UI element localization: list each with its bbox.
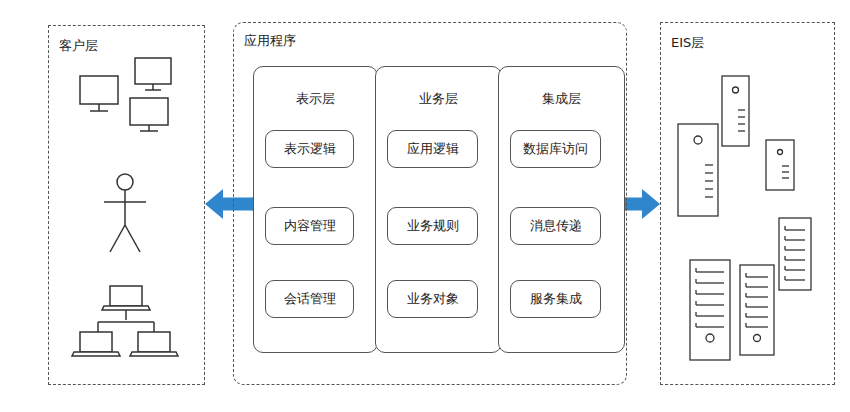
slot-line [745, 283, 746, 287]
slot-line [745, 313, 746, 317]
slot-line [785, 239, 805, 240]
slot-line [745, 303, 746, 307]
component-label: 应用逻辑 [407, 141, 459, 157]
slot-line [695, 268, 696, 272]
component-box: 内容管理 [265, 207, 354, 245]
server-icons [678, 76, 811, 360]
slot-line [785, 259, 805, 260]
component-box: 业务规则 [387, 207, 478, 245]
arrow-head [205, 189, 223, 219]
layer-box: 数据库访问消息传递服务集成 集成层 [498, 66, 625, 353]
arrow-head [642, 189, 660, 219]
component-label: 表示逻辑 [284, 141, 336, 157]
slot-line [696, 282, 724, 283]
laptop-network [72, 286, 178, 356]
slot-line [696, 271, 724, 272]
slot-line [784, 246, 785, 250]
person-figure [104, 174, 146, 252]
slot-line [745, 323, 746, 327]
slot-line [746, 286, 768, 287]
component-box: 数据库访问 [510, 130, 601, 168]
slot-line [695, 290, 696, 294]
slot-line [746, 306, 768, 307]
application-container: 表示逻辑内容管理会话管理 表示层应用逻辑业务规则业务对象 业务层数据库访问消息传递服… [233, 22, 627, 385]
component-label: 内容管理 [284, 218, 336, 234]
layer-heading: 表示层 [254, 91, 377, 107]
slot-line [785, 269, 805, 270]
slot-line [695, 301, 696, 305]
component-box: 表示逻辑 [265, 130, 354, 168]
slot-line [784, 266, 785, 270]
tier-region: EIS层 [660, 22, 835, 385]
slot-line [745, 273, 746, 277]
component-label: 会话管理 [284, 291, 336, 307]
slot-line [784, 226, 785, 230]
slot-line [784, 276, 785, 280]
slot-line [746, 326, 768, 327]
slot-line [746, 296, 768, 297]
monitor-icons [80, 58, 171, 131]
layer-box: 应用逻辑业务规则业务对象 业务层 [375, 66, 502, 353]
component-box: 消息传递 [510, 207, 601, 245]
layer-heading: 集成层 [499, 91, 624, 107]
slot-line [785, 279, 805, 280]
component-box: 服务集成 [510, 280, 601, 318]
layer-box: 表示逻辑内容管理会话管理 表示层 [253, 66, 378, 353]
slot-line [746, 276, 768, 277]
slot-line [746, 316, 768, 317]
slot-line [696, 315, 724, 316]
layer-heading: 业务层 [376, 91, 501, 107]
slot-line [695, 279, 696, 283]
tier-region: 客户层 [48, 25, 205, 385]
layer-heading: 客户层 [59, 38, 194, 54]
component-label: 业务对象 [407, 291, 459, 307]
slot-line [696, 326, 724, 327]
component-label: 数据库访问 [523, 141, 588, 157]
flow-arrow [624, 189, 660, 219]
component-label: 服务集成 [530, 291, 582, 307]
component-label: 业务规则 [407, 218, 459, 234]
slot-line [696, 304, 724, 305]
slot-line [696, 293, 724, 294]
slot-line [784, 256, 785, 260]
component-box: 应用逻辑 [387, 130, 478, 168]
component-box: 会话管理 [265, 280, 354, 318]
layer-heading: 应用程序 [244, 33, 616, 49]
arrow-shaft [223, 198, 254, 211]
flow-arrow [205, 189, 254, 219]
slot-line [745, 293, 746, 297]
layer-heading: EIS层 [671, 35, 824, 51]
slot-line [785, 249, 805, 250]
slot-line [784, 236, 785, 240]
component-label: 消息传递 [530, 218, 582, 234]
slot-line [695, 323, 696, 327]
server-slots [696, 226, 805, 327]
slot-line [785, 229, 805, 230]
component-box: 业务对象 [387, 280, 478, 318]
slot-line [695, 312, 696, 316]
